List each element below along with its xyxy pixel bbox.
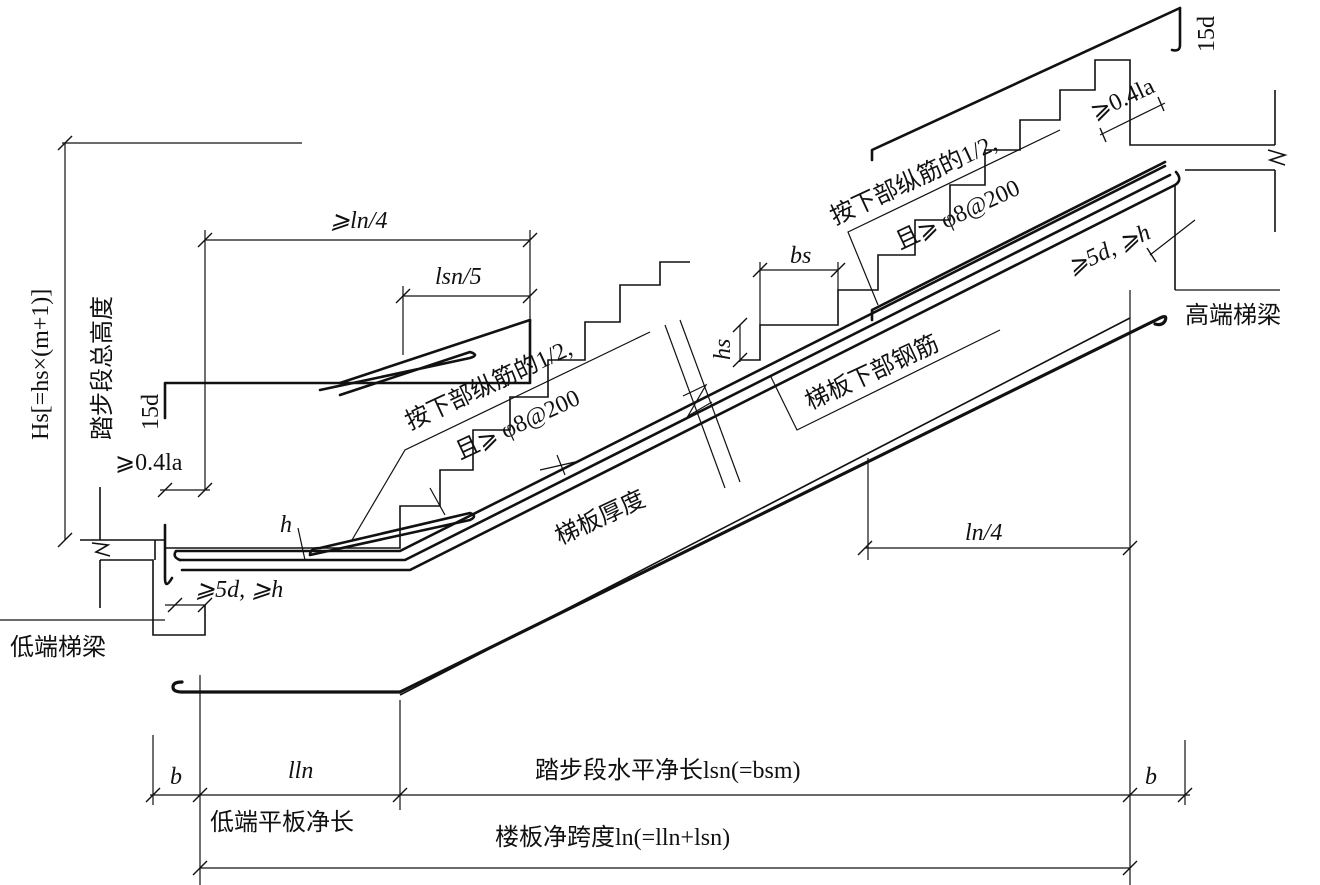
label-ln-4-bottom: ln/4	[965, 520, 1002, 546]
label-bs: bs	[790, 243, 811, 269]
label-total-height: Hs[=hs×(m+1)]	[28, 289, 54, 440]
label-h: h	[280, 512, 292, 538]
low-end-top-rebar	[163, 164, 1181, 586]
label-5d-right: ⩾5d, ⩾h	[1064, 220, 1155, 281]
label-low-flat-length: 低端平板净长	[210, 809, 354, 836]
label-lsn-5: lsn/5	[435, 264, 482, 290]
slab-top-rebar	[870, 160, 1167, 322]
dim-ln-4-top	[197, 230, 538, 490]
dim-04la-left	[157, 482, 213, 498]
label-total-height-cn: 踏步段总高度	[89, 296, 116, 440]
dim-ln-4-bottom	[857, 458, 1138, 560]
label-step-horizontal: 踏步段水平净长lsn(=bsm)	[535, 757, 801, 784]
label-low-beam: 低端梯梁	[10, 634, 106, 661]
low-end-anchor-bar	[163, 318, 532, 557]
dim-5d-right	[1146, 219, 1196, 263]
dim-lsn-5	[395, 286, 538, 355]
label-hs: hs	[710, 339, 736, 360]
low-end-beam	[0, 487, 206, 636]
dim-5d-left	[165, 597, 213, 613]
leader-slab-bottom	[769, 329, 1001, 431]
label-slab-bottom-rebar: 梯板下部钢筋	[801, 330, 943, 415]
dim-hs	[732, 317, 748, 368]
leader-left-note	[351, 331, 651, 541]
dim-04la-right	[1099, 96, 1166, 143]
label-slab-thickness: 梯板厚度	[551, 485, 649, 550]
label-lln: lln	[288, 758, 313, 784]
label-b-right: b	[1145, 764, 1157, 790]
dim-bs	[752, 262, 846, 325]
label-04la-right: ⩾0.4la	[1087, 73, 1159, 125]
label-15d-right: 15d	[1194, 16, 1220, 52]
label-ge-ln-4-top: ⩾ln/4	[330, 208, 387, 234]
dim-h	[297, 527, 306, 561]
label-15d-left: 15d	[138, 394, 164, 430]
dim-bottom-row-2	[192, 860, 1138, 876]
label-b-left: b	[170, 764, 182, 790]
label-high-beam: 高端梯梁	[1185, 302, 1281, 329]
label-5d-left: ⩾5d, ⩾h	[195, 577, 283, 603]
dim-bottom-row-1	[145, 787, 1193, 803]
label-04la-left: ⩾0.4la	[115, 450, 183, 476]
stair-step-profile	[80, 59, 1275, 549]
high-end-top-rebar	[870, 6, 1182, 162]
leader-right-note	[847, 129, 1061, 306]
label-clear-span: 楼板净跨度ln(=lln+lsn)	[495, 824, 730, 851]
slab-bottom-rebar	[171, 314, 1168, 694]
high-end-beam	[1174, 90, 1288, 291]
